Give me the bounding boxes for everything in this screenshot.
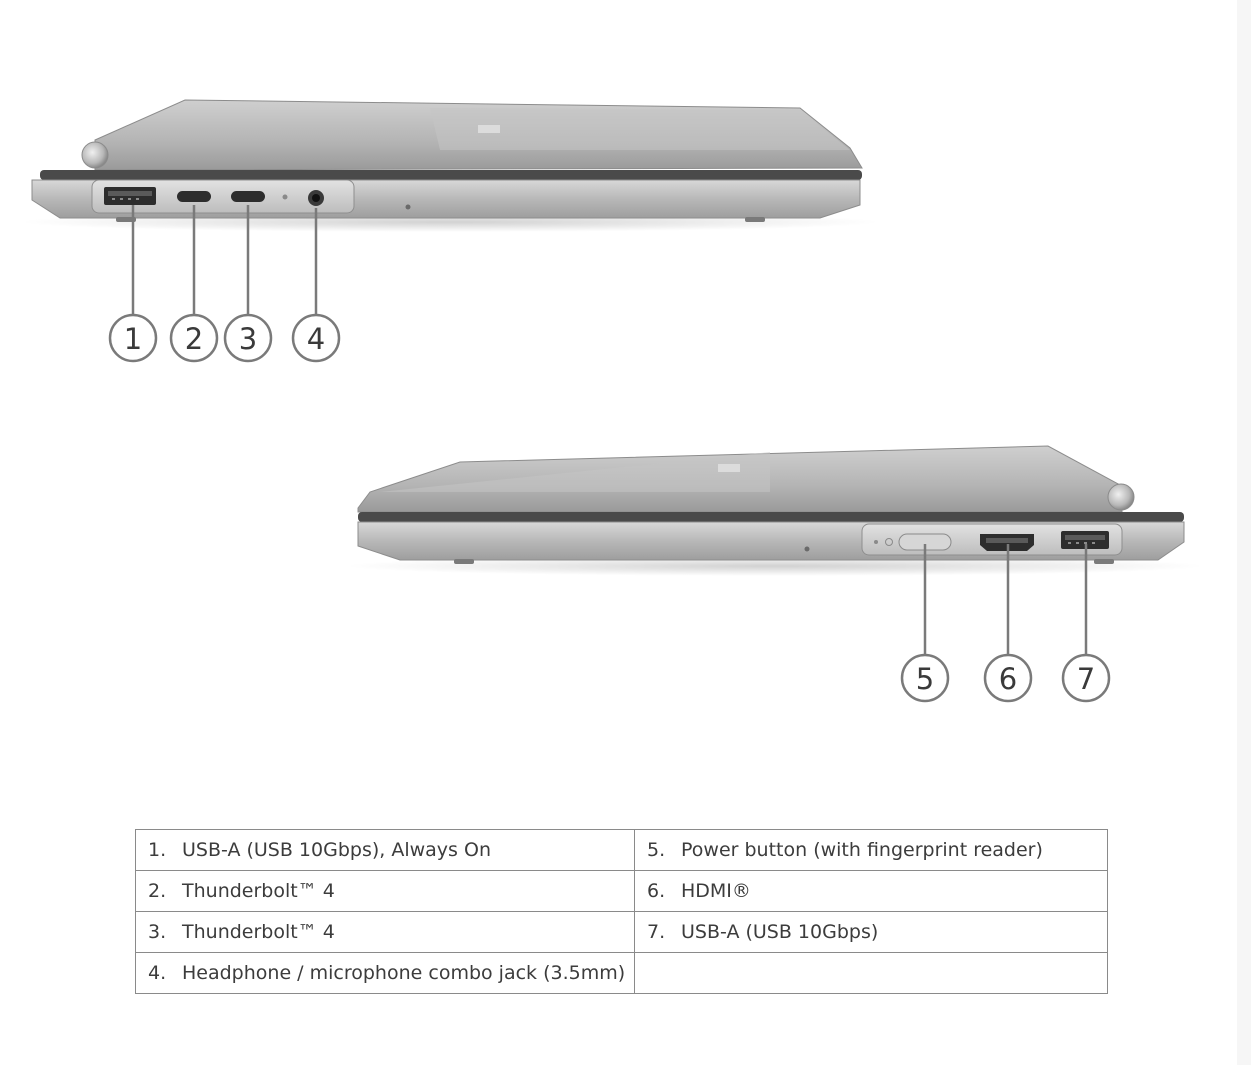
laptop-left-foot bbox=[116, 217, 136, 222]
item-number: 2. bbox=[148, 880, 167, 902]
table-row: 3. Thunderbolt™ 4 7. USB-A (USB 10Gbps) bbox=[135, 911, 1108, 953]
item-label: Headphone / microphone combo jack (3.5mm… bbox=[182, 962, 626, 984]
page-edge-strip bbox=[1237, 0, 1251, 1065]
table-cell: 1. USB-A (USB 10Gbps), Always On bbox=[135, 829, 635, 871]
left-port-panel bbox=[91, 179, 355, 214]
laptop-right-hinge bbox=[1107, 483, 1135, 511]
left-callout-labels: 1 2 3 4 bbox=[124, 322, 325, 356]
item-label: HDMI® bbox=[681, 880, 751, 902]
table-row: 4. Headphone / microphone combo jack (3.5… bbox=[135, 952, 1108, 994]
table-row: 1. USB-A (USB 10Gbps), Always On 5. Power … bbox=[135, 829, 1108, 871]
item-number: 3. bbox=[148, 921, 167, 943]
table-cell: 7. USB-A (USB 10Gbps) bbox=[634, 911, 1108, 953]
callout-number-4: 4 bbox=[307, 322, 325, 356]
item-label: Thunderbolt™ 4 bbox=[182, 880, 335, 902]
left-callouts bbox=[108, 205, 341, 363]
callout-circle-1 bbox=[108, 313, 158, 363]
callout-circle-4 bbox=[291, 313, 341, 363]
callout-number-3: 3 bbox=[239, 322, 257, 356]
callout-number-2: 2 bbox=[185, 322, 203, 356]
callout-number-1: 1 bbox=[124, 322, 142, 356]
callout-number-5: 5 bbox=[916, 662, 934, 696]
laptop-left-side-view bbox=[20, 99, 880, 232]
callout-circle-5 bbox=[900, 653, 950, 703]
item-number: 5. bbox=[647, 839, 666, 861]
laptop-left-seam bbox=[40, 170, 862, 180]
ports-diagram: 1 2 3 4 bbox=[20, 99, 1205, 703]
item-label: USB-A (USB 10Gbps), Always On bbox=[182, 839, 491, 861]
right-callouts bbox=[900, 544, 1111, 703]
right-callout-labels: 5 6 7 bbox=[916, 662, 1095, 696]
item-label: USB-A (USB 10Gbps) bbox=[681, 921, 879, 943]
ports-legend-table: 1. USB-A (USB 10Gbps), Always On 5. Power … bbox=[135, 829, 1108, 994]
table-row: 2. Thunderbolt™ 4 6. HDMI® bbox=[135, 870, 1108, 912]
item-number: 4. bbox=[148, 962, 167, 984]
mic-hole-icon bbox=[804, 546, 810, 552]
item-label: Power button (with fingerprint reader) bbox=[681, 839, 1043, 861]
callout-circle-7 bbox=[1061, 653, 1111, 703]
callout-circle-2 bbox=[169, 313, 219, 363]
laptop-left-foot bbox=[745, 217, 765, 222]
status-led-icon bbox=[874, 540, 878, 544]
item-number: 1. bbox=[148, 839, 167, 861]
table-cell: 2. Thunderbolt™ 4 bbox=[135, 870, 635, 912]
laptop-right-side-view bbox=[345, 445, 1205, 576]
callout-circle-6 bbox=[983, 653, 1033, 703]
table-cell: 6. HDMI® bbox=[634, 870, 1108, 912]
table-cell: 5. Power button (with fingerprint reader) bbox=[634, 829, 1108, 871]
callout-number-6: 6 bbox=[999, 662, 1017, 696]
status-led-icon bbox=[282, 194, 288, 200]
power-symbol-icon bbox=[885, 538, 893, 546]
laptop-right-foot bbox=[454, 559, 474, 564]
usb-a-port-icon bbox=[1061, 531, 1109, 549]
thunderbolt-port-icon bbox=[177, 191, 211, 202]
table-cell bbox=[634, 952, 1108, 994]
usb-a-port-icon bbox=[104, 187, 156, 205]
item-label: Thunderbolt™ 4 bbox=[182, 921, 335, 943]
callout-circle-3 bbox=[223, 313, 273, 363]
laptop-right-shadow bbox=[345, 556, 1205, 576]
laptop-right-foot bbox=[1094, 559, 1114, 564]
mic-hole-icon bbox=[405, 204, 411, 210]
laptop-left-hinge bbox=[81, 141, 109, 169]
item-number: 6. bbox=[647, 880, 666, 902]
table-cell: 3. Thunderbolt™ 4 bbox=[135, 911, 635, 953]
callout-number-7: 7 bbox=[1077, 662, 1095, 696]
thunderbolt-port-icon bbox=[231, 191, 265, 202]
item-number: 7. bbox=[647, 921, 666, 943]
table-cell: 4. Headphone / microphone combo jack (3.5… bbox=[135, 952, 635, 994]
lid-logo bbox=[718, 464, 740, 472]
laptop-right-seam bbox=[358, 512, 1184, 522]
lid-logo bbox=[478, 125, 500, 133]
